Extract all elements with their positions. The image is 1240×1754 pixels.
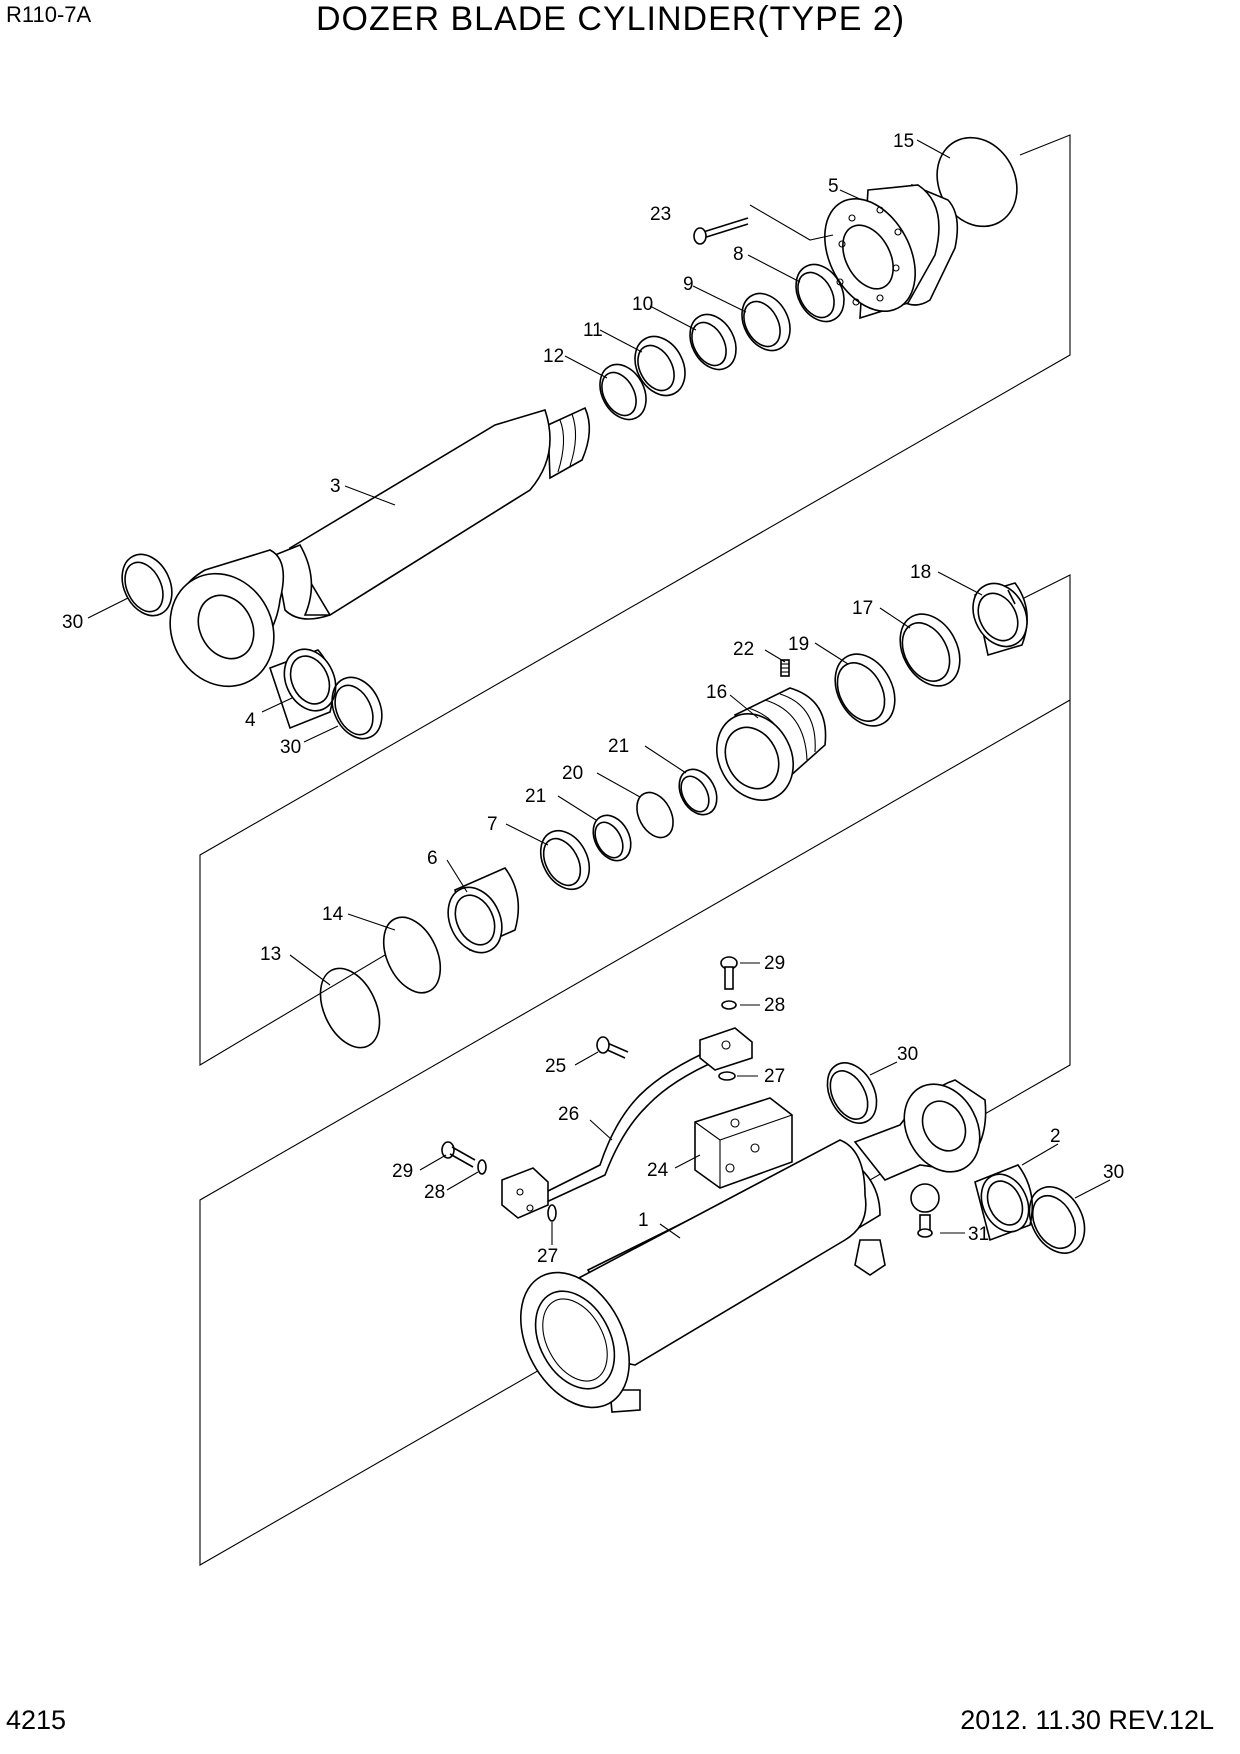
part-28-washer-lower <box>477 1159 487 1175</box>
callout-11: 11 <box>583 320 603 341</box>
callout-7: 7 <box>487 814 498 835</box>
callout-12: 12 <box>543 346 564 367</box>
callout-10: 10 <box>632 294 653 315</box>
callout-29-a: 29 <box>764 953 785 974</box>
rod-group-frame <box>199 134 1071 1066</box>
callout-18: 18 <box>910 562 931 583</box>
pipe-flange-upper <box>699 1027 753 1071</box>
pipe-flange-lower <box>501 1167 549 1219</box>
part-2-bushing <box>974 1164 1034 1242</box>
callout-21-a: 21 <box>608 736 629 757</box>
part-4-bushing <box>268 648 337 730</box>
part-1-cylinder-tube <box>519 1079 987 1413</box>
part-30-dust-seal-c <box>1028 1186 1086 1254</box>
model-label: R110-7A <box>6 2 92 27</box>
part-29-bolt-lower <box>441 1141 476 1168</box>
part-8-seal <box>795 263 845 323</box>
part-3-piston-rod <box>169 406 591 688</box>
callout-22: 22 <box>733 639 754 660</box>
piston-group-frame <box>199 574 1071 1566</box>
part-21-backup-ring-b <box>592 814 632 862</box>
callout-8: 8 <box>733 244 744 265</box>
part-19-seal <box>834 653 896 727</box>
part-21-backup-ring-a <box>678 768 718 816</box>
callout-5: 5 <box>828 176 839 197</box>
part-10-seal <box>689 313 737 371</box>
part-27-o-ring-upper <box>718 1071 736 1081</box>
callout-23: 23 <box>650 204 671 225</box>
part-29-bolt-upper <box>720 956 738 990</box>
callout-2: 2 <box>1050 1126 1061 1147</box>
callout-27-a: 27 <box>764 1066 785 1087</box>
callout-19: 19 <box>788 634 809 655</box>
part-31-grease-nipple <box>917 1214 933 1238</box>
callout-31: 31 <box>968 1224 989 1245</box>
part-28-washer-upper <box>721 1000 737 1010</box>
part-30-dust-seal-a <box>121 553 173 617</box>
callout-30-a: 30 <box>62 612 83 633</box>
callout-29-b: 29 <box>392 1161 413 1182</box>
callout-17: 17 <box>852 598 873 619</box>
part-27-o-ring-lower <box>547 1204 557 1222</box>
part-16-piston <box>716 687 827 801</box>
part-22-set-screw <box>780 659 790 677</box>
callout-13: 13 <box>260 944 281 965</box>
callout-26: 26 <box>558 1104 579 1125</box>
part-25-bolt <box>596 1036 629 1059</box>
part-11-seal <box>634 335 686 397</box>
callout-30-b: 30 <box>280 737 301 758</box>
callout-14: 14 <box>322 904 344 925</box>
part-5-rod-cover <box>824 183 959 320</box>
part-20-o-ring <box>636 791 674 839</box>
callout-27-b: 27 <box>537 1246 558 1267</box>
page-number: 4215 <box>6 1705 67 1735</box>
part-12-seal <box>599 363 647 421</box>
callout-21-b: 21 <box>525 786 546 807</box>
page-title: DOZER BLADE CYLINDER(TYPE 2) <box>316 0 906 38</box>
revision-date: 2012. 11.30 REV.12L <box>960 1705 1214 1735</box>
part-7-seal <box>539 829 591 891</box>
callout-28-a: 28 <box>764 995 785 1016</box>
callout-30-d: 30 <box>897 1044 918 1065</box>
leader-lines <box>87 139 1111 1245</box>
part-18-wear-ring <box>972 582 1028 657</box>
callout-labels: 15 5 23 8 9 10 11 12 3 30 4 30 18 17 19 … <box>62 131 1124 1267</box>
callout-6: 6 <box>427 848 438 869</box>
callout-16: 16 <box>706 682 727 703</box>
part-14-o-ring <box>382 916 442 994</box>
callout-24: 24 <box>647 1160 669 1181</box>
part-9-seal <box>741 292 791 352</box>
part-26-pipe <box>539 1047 719 1206</box>
part-24-valve-block <box>694 1097 793 1189</box>
callout-1: 1 <box>638 1210 649 1231</box>
callout-4: 4 <box>245 710 256 731</box>
part-30-dust-seal-b <box>331 676 383 740</box>
callout-9: 9 <box>683 274 694 295</box>
callout-30-c: 30 <box>1103 1162 1124 1183</box>
part-30-dust-seal-d <box>826 1062 878 1124</box>
part-6-cushion-ring <box>447 867 520 954</box>
callout-3: 3 <box>330 476 341 497</box>
part-23-bolt <box>693 204 834 245</box>
part-13-o-ring <box>319 967 381 1049</box>
callout-15: 15 <box>893 131 914 152</box>
part-17-seal <box>899 613 961 687</box>
callout-25: 25 <box>545 1056 566 1077</box>
callout-20: 20 <box>562 763 583 784</box>
callout-28-b: 28 <box>424 1182 445 1203</box>
